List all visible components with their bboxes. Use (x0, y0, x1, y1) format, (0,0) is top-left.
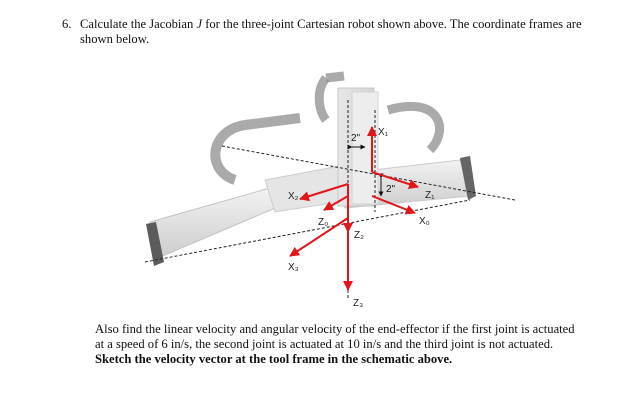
followup-bold-instruction: Sketch the velocity vector at the tool f… (95, 352, 453, 366)
problem-text-end: for the three-joint Cartesian robot show… (80, 17, 582, 46)
axis-x2 (299, 183, 349, 202)
dimension-label-2: 2" (386, 184, 396, 195)
label-x3: X₃ (288, 262, 299, 273)
jacobian-symbol: J (196, 17, 203, 31)
label-z0: Z₀ (318, 217, 328, 228)
followup-text: Also find the linear velocity and angula… (95, 322, 575, 351)
followup-question: Also find the linear velocity and angula… (95, 322, 585, 367)
dimension-label-1: 2" (351, 133, 361, 144)
axis-z1 (371, 171, 419, 189)
label-x2: X₂ (288, 191, 299, 202)
axis-x0 (371, 195, 416, 215)
axis-x3 (289, 217, 349, 257)
label-z2: Z₂ (354, 230, 364, 241)
dimension-arrows (347, 144, 384, 197)
frame-axes (289, 126, 419, 291)
problem-number: 6. (62, 17, 72, 31)
label-x1: X₁ (378, 127, 389, 138)
label-z3: Z₃ (353, 298, 363, 309)
problem-statement: 6. Calculate the Jacobian J for the thre… (62, 17, 600, 47)
axis-z0 (323, 195, 349, 211)
label-z1: Z₁ (425, 190, 435, 201)
problem-text-start: Calculate the Jacobian (80, 17, 197, 31)
label-x0: X₀ (419, 216, 430, 227)
robot-body (146, 71, 476, 266)
